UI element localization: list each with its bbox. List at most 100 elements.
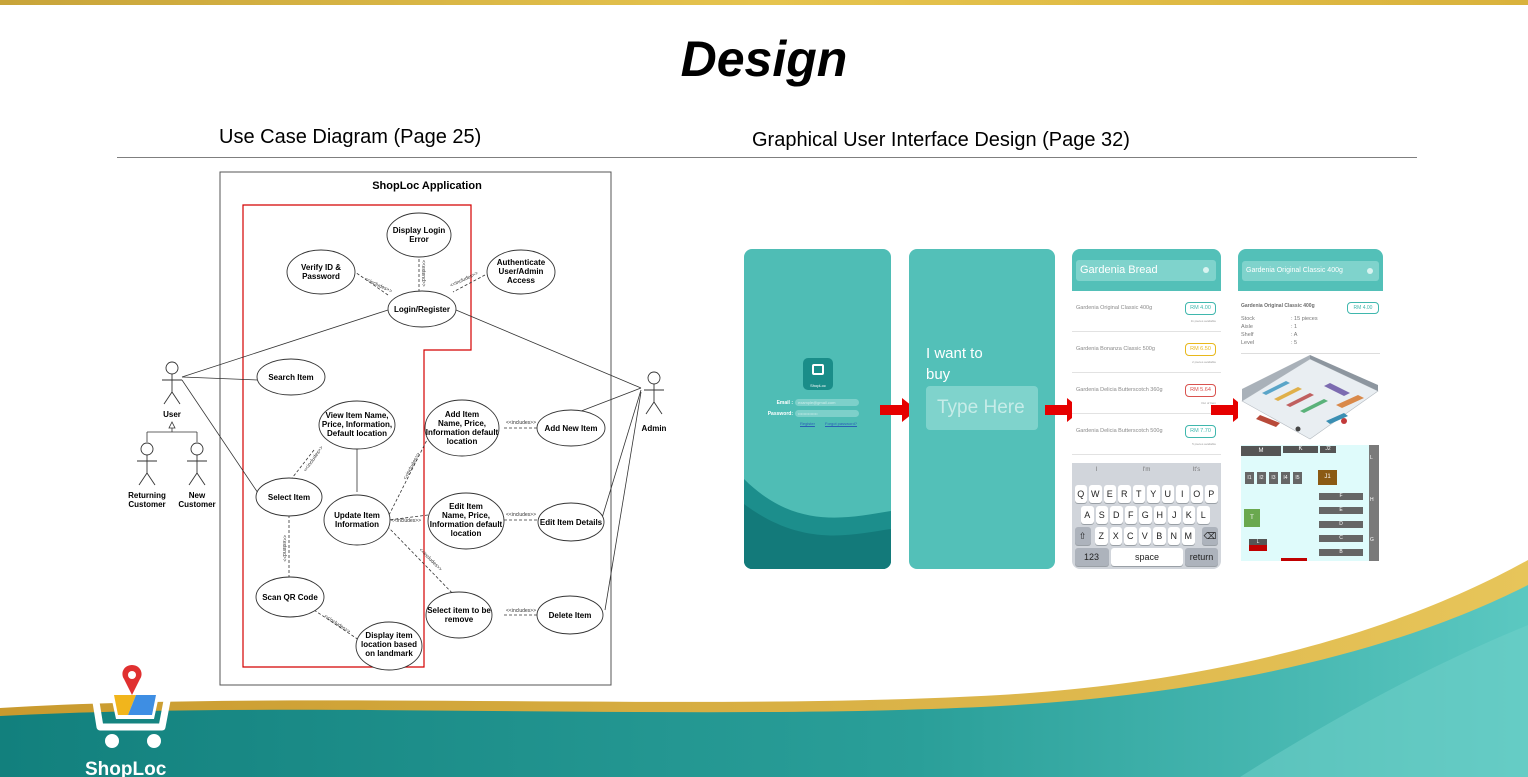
logo-text: ShopLoc bbox=[85, 759, 167, 777]
uc-scan-qr: Scan QR Code bbox=[262, 593, 318, 602]
result-item-price: RM 4.00 bbox=[1185, 302, 1216, 315]
include-label: <<includes>> bbox=[506, 420, 536, 426]
map-shelf: B bbox=[1319, 549, 1363, 556]
keyboard-key[interactable]: Q bbox=[1074, 485, 1088, 503]
keyboard-key[interactable]: H bbox=[1153, 506, 1167, 524]
return-key[interactable]: return bbox=[1185, 548, 1218, 566]
result-item-stock-status: 2 pieces available bbox=[1192, 360, 1216, 364]
uc-select-remove-2: remove bbox=[445, 615, 474, 624]
result-item-stock-status: 5 pieces available bbox=[1192, 442, 1216, 446]
keyboard-key[interactable]: T bbox=[1132, 485, 1146, 503]
result-item-name: Gardenia Delicia Butterscotch 500g bbox=[1076, 428, 1163, 434]
detail-item-name: Gardenia Original Classic 400g bbox=[1241, 303, 1315, 309]
result-item[interactable]: Gardenia Delicia Butterscotch 500g RM 7.7… bbox=[1072, 414, 1221, 455]
section-divider bbox=[117, 157, 1417, 158]
email-field[interactable]: example@gmail.com bbox=[795, 399, 859, 406]
register-link[interactable]: Register bbox=[800, 421, 815, 426]
uc-display-location-3: on landmark bbox=[365, 649, 413, 658]
numbers-key[interactable]: 123 bbox=[1074, 548, 1109, 566]
map-zone-l2: L bbox=[1370, 455, 1373, 461]
space-key[interactable]: space bbox=[1111, 548, 1183, 566]
actor-returning-2: Customer bbox=[128, 500, 165, 509]
detail-field-value: : A bbox=[1291, 332, 1298, 338]
uc-add-item: Add Item bbox=[445, 410, 479, 419]
keyboard-key[interactable]: C bbox=[1124, 527, 1137, 545]
keyboard-suggestion[interactable]: It's bbox=[1192, 467, 1201, 473]
keyboard-key[interactable]: S bbox=[1095, 506, 1109, 524]
keyboard-key[interactable]: P bbox=[1205, 485, 1218, 503]
map-shelf: F bbox=[1319, 493, 1363, 500]
keyboard-key[interactable]: A bbox=[1081, 506, 1094, 524]
keyboard-key[interactable]: F bbox=[1124, 506, 1138, 524]
map-zone-g: G bbox=[1370, 537, 1374, 543]
keyboard-key[interactable]: W bbox=[1089, 485, 1102, 503]
keyboard-key[interactable]: D bbox=[1110, 506, 1123, 524]
password-label: Password: bbox=[767, 411, 793, 417]
map-highlight-location bbox=[1249, 545, 1267, 551]
result-item-name: Gardenia Bonanza Classic 500g bbox=[1076, 346, 1155, 352]
email-label: Email : bbox=[776, 400, 793, 406]
uc-update-item-2: Information bbox=[335, 520, 379, 529]
actor-returning: Returning bbox=[128, 491, 166, 500]
uc-display-login-error: Display Login bbox=[393, 226, 446, 235]
results-search-bar[interactable]: Gardenia Bread bbox=[1076, 260, 1216, 281]
uc-edit-item: Edit Item bbox=[449, 502, 483, 511]
uc-edit-item-details: Edit Item Details bbox=[540, 518, 603, 527]
result-item[interactable]: Gardenia Delicia Butterscotch 360g RM 5.6… bbox=[1072, 373, 1221, 414]
keyboard-key[interactable]: Z bbox=[1095, 527, 1108, 545]
keyboard-key[interactable]: V bbox=[1138, 527, 1152, 545]
keyboard-key[interactable]: U bbox=[1161, 485, 1175, 503]
include-label: <<includes>> bbox=[506, 608, 536, 614]
uc-display-login-error-2: Error bbox=[409, 235, 429, 244]
app-badge: ShopLoc bbox=[803, 358, 833, 390]
highlight-region bbox=[242, 204, 472, 668]
uc-edit-item-2: Name, Price, bbox=[442, 511, 490, 520]
actor-new-2: Customer bbox=[178, 500, 215, 509]
uc-update-item: Update Item bbox=[334, 511, 380, 520]
keyboard-suggestion[interactable]: I bbox=[1095, 467, 1098, 473]
password-field[interactable]: •••••••••••••• bbox=[795, 410, 859, 417]
keyboard-key[interactable]: I bbox=[1176, 485, 1189, 503]
results-screen: Gardenia Bread Gardenia Original Classic… bbox=[1072, 249, 1221, 569]
uc-delete-item: Delete Item bbox=[549, 611, 592, 620]
map-zone-l: L bbox=[1249, 539, 1267, 545]
uc-verify-id: Verify ID & bbox=[301, 263, 341, 272]
keyboard-suggestion[interactable]: I'm bbox=[1142, 467, 1151, 473]
keyboard-key[interactable]: M bbox=[1182, 527, 1195, 545]
uc-add-item-3: Information default bbox=[426, 428, 499, 437]
keyboard-key[interactable]: B bbox=[1153, 527, 1166, 545]
backspace-key[interactable]: ⌫ bbox=[1202, 527, 1218, 545]
uc-select-item: Select Item bbox=[268, 493, 310, 502]
keyboard-key[interactable]: K bbox=[1182, 506, 1196, 524]
keyboard-key[interactable]: L bbox=[1197, 506, 1210, 524]
result-item-name: Gardenia Delicia Butterscotch 360g bbox=[1076, 387, 1163, 393]
keyboard-key[interactable]: O bbox=[1190, 485, 1204, 503]
map-zone-t: T bbox=[1244, 509, 1260, 527]
keyboard-key[interactable]: N bbox=[1167, 527, 1181, 545]
search-clear-icon[interactable] bbox=[1367, 268, 1373, 274]
actor-new: New bbox=[189, 491, 206, 500]
detail-divider bbox=[1241, 353, 1380, 354]
uc-authenticate-2: User/Admin bbox=[499, 267, 544, 276]
map-shelf: E bbox=[1319, 507, 1363, 514]
include-label: <<includes>> bbox=[506, 512, 536, 518]
uc-verify-id-2: Password bbox=[302, 272, 340, 281]
detail-search-bar[interactable]: Gardenia Original Classic 400g bbox=[1242, 261, 1379, 281]
result-item-price: RM 7.70 bbox=[1185, 425, 1216, 438]
keyboard-key[interactable]: E bbox=[1103, 485, 1117, 503]
search-clear-icon[interactable] bbox=[1203, 267, 1209, 273]
search-input[interactable]: Type Here bbox=[926, 386, 1038, 430]
keyboard-key[interactable]: X bbox=[1109, 527, 1123, 545]
keyboard-key[interactable]: J bbox=[1168, 506, 1181, 524]
flow-arrow-icon bbox=[880, 398, 917, 422]
uc-edit-item-3: Information default bbox=[430, 520, 503, 529]
forgot-password-link[interactable]: Forgot password? bbox=[825, 421, 858, 426]
keyboard-key[interactable]: Y bbox=[1147, 485, 1160, 503]
map-zone-j1: J1 bbox=[1318, 470, 1337, 485]
shift-key[interactable]: ⇧ bbox=[1074, 527, 1091, 545]
keyboard-key[interactable]: G bbox=[1139, 506, 1152, 524]
keyboard-key[interactable]: R bbox=[1118, 485, 1131, 503]
result-item-price: RM 5.64 bbox=[1185, 384, 1216, 397]
